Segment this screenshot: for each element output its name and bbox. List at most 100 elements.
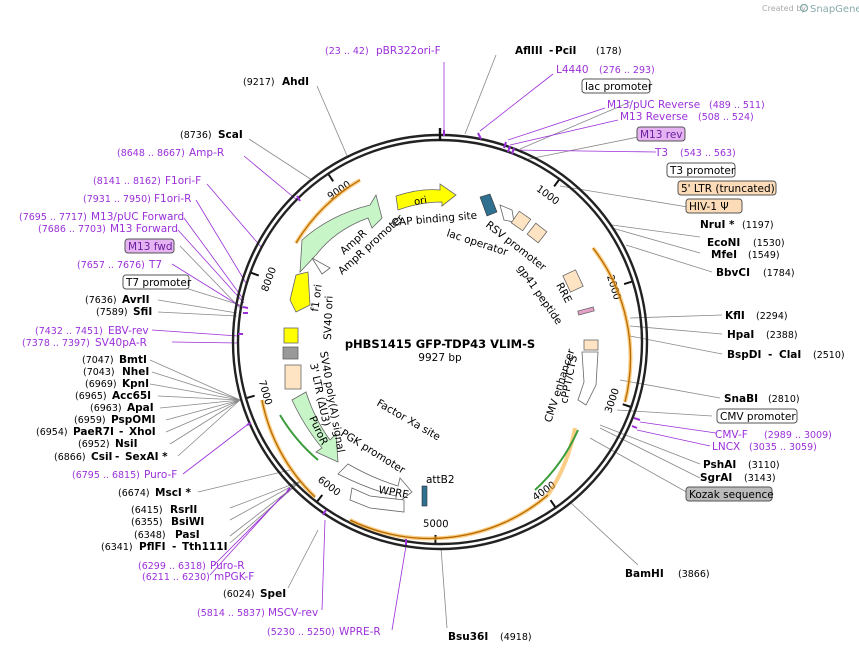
cppt-feature [583,339,599,351]
f1-ori-label: f1 ori [309,284,325,313]
primer-name: T7 [148,259,162,271]
enzyme-name: SnaBI [724,393,758,405]
sv40-ori-feature [283,327,299,344]
enzyme-pos: (6959) [74,415,106,426]
primer-name: L4440 [556,64,589,76]
lac-operator-feature [499,204,515,223]
ruler-tick-label: 1000 [534,184,561,208]
enzyme-pos: (7047) [82,355,114,366]
primer-labels: (23 .. 42) pBR322ori-F L4440 (276 .. 293… [19,45,832,638]
primer-range: (543 .. 563) [680,148,736,159]
enzyme-name: EcoNI [707,237,740,249]
enzyme-name: SfiI [133,306,152,318]
ruler-tick [553,179,560,187]
enzyme-dash: - [172,541,176,553]
primer-name: F1ori-R [154,193,191,205]
primer-range: (23 .. 42) [325,46,369,57]
ruler-tick-label: 5000 [423,519,449,531]
feature-arc-tdp43 [546,427,577,497]
enzyme-labels: AflIII PciI - (178) (9217) AhdI (8736) S… [36,45,845,643]
primer-range: (508 .. 524) [698,112,754,123]
enzyme-name: BspDI [727,349,761,361]
enzyme-name: MfeI [711,249,737,261]
ruler-tick [549,499,556,508]
enzyme-name: PshAI [703,459,736,471]
ampr-promoter-feature [311,257,331,275]
primer-name: M13/pUC Reverse [607,99,700,111]
ruler-tick [316,494,324,502]
enzyme-name: HpaI [727,329,754,341]
t3-promoter-box [666,162,736,178]
enzyme-dash: - [119,426,123,438]
enzyme-name: PaeR7I [73,426,114,438]
enzyme-pos: (6965) [75,391,107,402]
enzyme-pos: (7043) [83,367,115,378]
puror-feature [291,391,339,463]
primer-range: (7695 .. 7717) [19,212,87,223]
sv40-polya-feature [282,346,299,360]
feature-arc-left-line [261,399,316,498]
kozak-box [685,486,773,502]
ruler-tick [623,280,633,286]
hiv1-box [685,198,743,214]
primer-name: LNCX [712,441,740,453]
hiv1-box-label: HIV-1 Ψ [689,201,729,213]
enzyme-pos: (2810) [768,394,800,405]
green-arc-2 [279,414,319,461]
enzyme-pos: (3110) [748,460,780,471]
sv40-ori-label: SV40 ori [322,295,336,340]
primer-range: (6795 .. 6815) [72,470,140,481]
primer-name: Puro-R [210,560,245,572]
ori-feature [395,183,457,211]
primer-name: M13 Reverse [620,111,688,123]
enzyme-name: SexAI * [125,451,168,463]
enzyme-name: Acc65I [112,390,151,402]
gp41-feature [577,306,595,316]
primer-leader-lines [151,62,717,631]
enzyme-pos: (6024) [223,589,255,600]
enzyme-name: ClaI [779,349,801,361]
feature-arc-gfp-line [592,247,632,403]
enzyme-pos: (3866) [678,569,710,580]
primer-range: (5230 .. 5250) [267,627,335,638]
f1-ori-feature [289,271,311,313]
wpre-feature [349,487,405,513]
rre-feature [562,269,584,293]
primer-range: (5814 .. 5837) [197,608,265,619]
enzyme-name: MscI * [155,487,191,499]
primer-name: WPRE-R [339,626,381,638]
t7-promoter-box [122,274,190,290]
green-arc-1 [534,429,579,491]
ruler-tick [250,271,260,277]
primer-range: (8648 .. 8667) [117,148,185,159]
enzyme-name: AhdI [282,76,309,88]
enzyme-pos: (8736) [180,130,212,141]
enzyme-name: NruI * [700,219,735,231]
feature-arc-gfp [591,246,633,403]
credit-brand: SnapGene [810,4,859,15]
primer-range: (6211 .. 6230) [142,572,210,583]
primer-name: F1ori-F [165,175,201,187]
credit-text: Created by [762,4,806,13]
enzyme-pos: (6952) [78,439,110,450]
enzyme-name: BbvCI [716,267,750,279]
primer-marks [238,130,641,545]
enzyme-name: PasI [175,529,200,541]
plasmid-name: pHBS1415 GFP-TDP43 VLIM-S [345,337,535,351]
primer-name: M13 Forward [110,223,178,235]
primer-name: Amp-R [189,147,224,159]
cmv-enhancer-feature [577,351,599,406]
m13-fwd-box-label: M13 fwd [128,241,173,253]
enzyme-pos: (1197) [742,220,774,231]
enzyme-pos: (4918) [500,632,532,643]
cmv-promoter-box [716,408,798,424]
primer-name: mPGK-F [214,571,254,583]
feature-arc-bottom-line [349,494,549,540]
enzyme-name: ApaI [127,402,154,414]
kozak-box-label: Kozak sequence [689,489,774,501]
enzyme-name: CsiI [91,451,112,463]
enzyme-pos: (3143) [744,473,776,484]
lac-promoter-box [581,78,651,94]
enzyme-name: AflIII [515,45,543,57]
